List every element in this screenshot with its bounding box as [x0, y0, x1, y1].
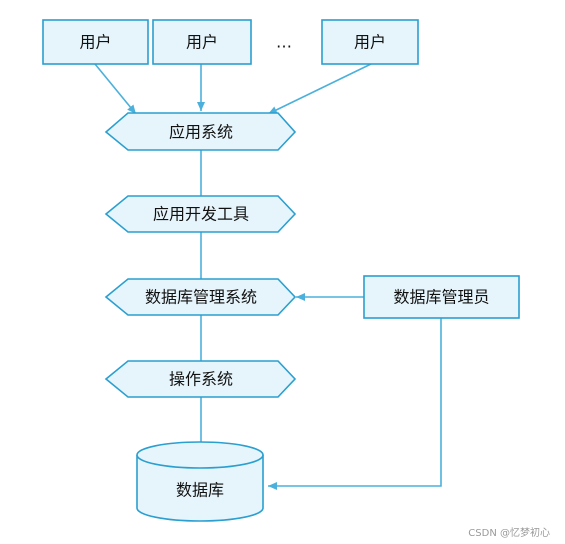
application-system-label: 应用系统: [169, 123, 233, 142]
user-box-2: 用户: [152, 19, 252, 65]
dba-box: 数据库管理员: [363, 275, 520, 319]
user-box-3: 用户: [321, 19, 419, 65]
user-box-1: 用户: [42, 19, 149, 65]
os-layer: 操作系统: [104, 360, 297, 398]
database-cylinder: 数据库: [136, 441, 264, 522]
arrow-user1-to-app: [94, 63, 137, 115]
user-box-2-label: 用户: [186, 33, 218, 52]
user-box-1-label: 用户: [79, 33, 111, 52]
dba-label: 数据库管理员: [393, 288, 489, 307]
dbms-layer: 数据库管理系统: [104, 278, 297, 316]
connectors: [94, 63, 442, 490]
users-ellipsis: …: [276, 33, 292, 52]
user-box-3-label: 用户: [354, 33, 386, 52]
arrow-dba-to-database: [268, 318, 442, 490]
arrow-user3-to-app: [267, 63, 372, 115]
database-label: 数据库: [176, 481, 224, 500]
application-system-layer: 应用系统: [104, 112, 297, 151]
dbms-label: 数据库管理系统: [145, 288, 257, 307]
os-label: 操作系统: [169, 370, 233, 389]
app-dev-tools-layer: 应用开发工具: [104, 195, 297, 233]
watermark-text: CSDN @忆梦初心: [468, 526, 550, 539]
app-dev-tools-label: 应用开发工具: [153, 205, 249, 224]
